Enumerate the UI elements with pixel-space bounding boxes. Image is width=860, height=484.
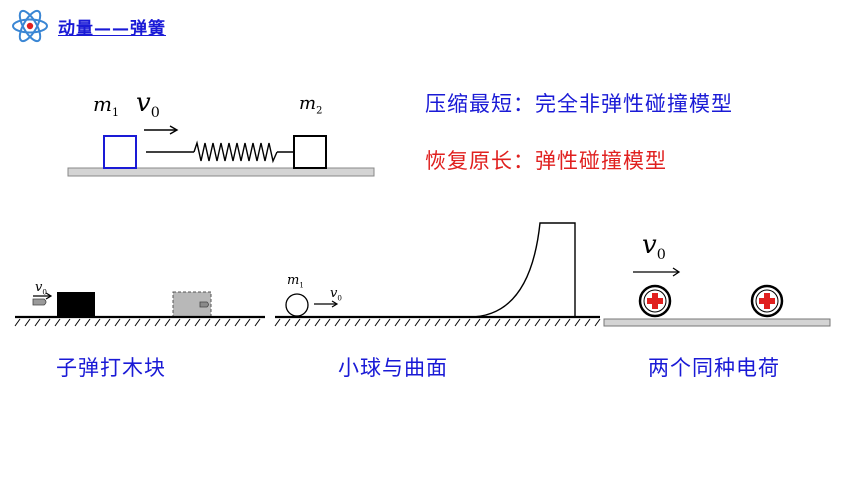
charge-surface — [603, 318, 831, 327]
page-title: 动量——弹簧 — [58, 19, 166, 39]
caption-charges: 两个同种电荷 — [648, 356, 780, 380]
spring-coil — [193, 140, 278, 164]
charges-v0-label: v0 — [642, 230, 666, 264]
bullet — [32, 298, 47, 306]
spring-v0-label: v0 — [136, 88, 160, 122]
bullet-block-drawing — [14, 291, 265, 327]
spring-m2-label: m2 — [299, 93, 323, 117]
atom-icon — [12, 9, 48, 43]
note-restored: 恢复原长：弹性碰撞模型 — [425, 149, 667, 173]
block-m1 — [103, 135, 137, 169]
positive-charge-1 — [638, 284, 672, 318]
ball-m1 — [285, 293, 309, 317]
ball-curve-drawing — [274, 222, 601, 327]
positive-charge-2 — [750, 284, 784, 318]
caption-bullet-block: 子弹打木块 — [56, 356, 166, 380]
spring-system-drawing — [67, 125, 375, 177]
ground-surface — [67, 167, 375, 177]
spring-m1-label: m1 — [93, 92, 119, 119]
caption-ball-curve: 小球与曲面 — [338, 356, 448, 380]
block-m2 — [293, 135, 327, 169]
curve-v0-label: v0 — [330, 286, 342, 303]
curved-surface-block — [468, 222, 576, 318]
curve-m1-label: m1 — [287, 273, 304, 290]
bullet-v0-label: v0 — [35, 280, 47, 297]
note-compressed: 压缩最短：完全非弹性碰撞模型 — [425, 92, 733, 116]
charges-drawing — [603, 267, 831, 327]
wood-block — [57, 292, 95, 317]
